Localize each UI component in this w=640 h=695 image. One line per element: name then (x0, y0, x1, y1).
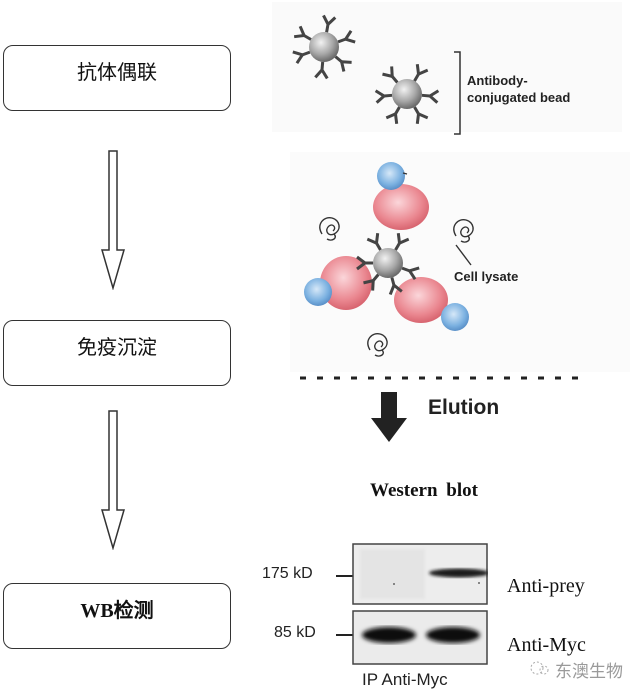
prey-protein-right (441, 303, 469, 331)
bead-2 (374, 62, 440, 126)
watermark-text: 东澳生物 (555, 662, 623, 682)
workflow-step-immunoprecipitation: 免疫沉淀 (3, 320, 231, 386)
workflow-step-antibody-coupling: 抗体偶联 (3, 45, 231, 111)
bracket (454, 51, 461, 135)
antibody-label-anti-prey: Anti-prey (507, 575, 585, 597)
bait-protein-right (394, 277, 448, 323)
hollow-down-arrow-icon (101, 150, 125, 290)
ip-label: IP Anti-Myc (362, 670, 448, 689)
bead-label-line2: conjugated bead (467, 90, 571, 105)
bead (355, 231, 421, 296)
marker-tick (336, 575, 353, 577)
solid-down-arrow-icon (371, 392, 407, 442)
western-blot-title: Western blot (370, 480, 478, 501)
prey-protein-top (377, 162, 405, 190)
antibody-conjugated-beads-illustration (291, 13, 461, 135)
bead-label-line1: Antibody- (467, 73, 528, 88)
lysate-protein-coil (453, 218, 474, 243)
bead-1 (291, 13, 357, 80)
marker-tick (336, 634, 353, 636)
cell-lysate-label: Cell lysate (454, 269, 519, 284)
marker-label-85kd: 85 kD (274, 624, 316, 641)
bait-protein-top (373, 184, 429, 230)
antibody-label-anti-myc: Anti-Myc (507, 634, 586, 656)
immunoprecipitation-illustration (304, 162, 474, 357)
lysate-protein-coil (367, 332, 388, 357)
blot-membrane-anti-prey (352, 543, 488, 605)
step-label: 免疫沉淀 (77, 335, 157, 359)
dotted-separator (300, 376, 586, 380)
hollow-down-arrow-icon (101, 410, 125, 550)
marker-label-175kd: 175 kD (262, 565, 313, 582)
lysate-pointer (455, 244, 472, 266)
wechat-logo-icon (530, 661, 549, 675)
step-label: 抗体偶联 (77, 60, 157, 84)
lysate-protein-coil (319, 216, 340, 241)
prey-protein-left (304, 278, 332, 306)
blot-membrane-anti-myc (352, 610, 488, 665)
band-lane2-anti-myc (426, 627, 480, 643)
bead-label: Antibody- conjugated bead (467, 72, 570, 106)
band-lane2-anti-prey (429, 568, 488, 578)
step-label: WB检测 (80, 600, 154, 622)
elution-label: Elution (428, 396, 500, 419)
bait-protein-left (320, 256, 372, 310)
workflow-step-wb-detection: WB检测 (3, 583, 231, 649)
band-lane1-anti-myc (362, 627, 416, 643)
